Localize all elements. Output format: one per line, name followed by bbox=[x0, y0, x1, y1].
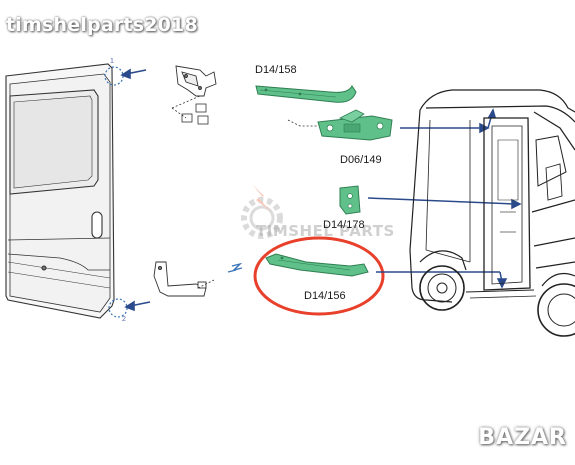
dashed-leader bbox=[197, 279, 215, 289]
swap-arrows-icon bbox=[227, 262, 243, 273]
part-d06-149-carriage bbox=[317, 109, 393, 141]
label-d14-178: D14/178 bbox=[323, 219, 365, 231]
upper-hinge-bracket bbox=[175, 65, 217, 97]
label-d06-149: D06/149 bbox=[340, 154, 382, 166]
lower-hinge-bracket bbox=[153, 261, 207, 297]
callout-number-1: 1 bbox=[110, 58, 114, 65]
timshel-logo-gear-icon bbox=[241, 184, 283, 239]
part-d14-158-rail bbox=[255, 85, 357, 103]
arrow-d14-178-to-van bbox=[367, 197, 522, 210]
highlight-oval bbox=[253, 236, 385, 316]
arrow-top-left bbox=[120, 68, 147, 80]
marketplace-watermark: BAZAR bbox=[478, 425, 567, 450]
part-d14-156-rail bbox=[265, 253, 369, 277]
dashed-leader bbox=[287, 119, 318, 127]
logo-watermark-text: TIMSHEL PARTS bbox=[256, 222, 395, 240]
dashed-leader bbox=[171, 107, 187, 119]
shop-watermark: timshelparts2018 bbox=[6, 14, 198, 36]
label-d14-158: D14/158 bbox=[255, 64, 297, 76]
van-illustration bbox=[409, 89, 575, 337]
callout-number-2: 2 bbox=[122, 316, 126, 323]
hinge-screws bbox=[181, 103, 209, 125]
dashed-leader bbox=[171, 95, 201, 109]
arrow-d06-149-to-van bbox=[400, 108, 496, 134]
part-d14-178-bracket bbox=[339, 185, 361, 215]
rear-door-panel bbox=[5, 63, 115, 319]
arrow-bottom-left bbox=[124, 300, 151, 312]
label-d14-156: D14/156 bbox=[304, 290, 346, 302]
